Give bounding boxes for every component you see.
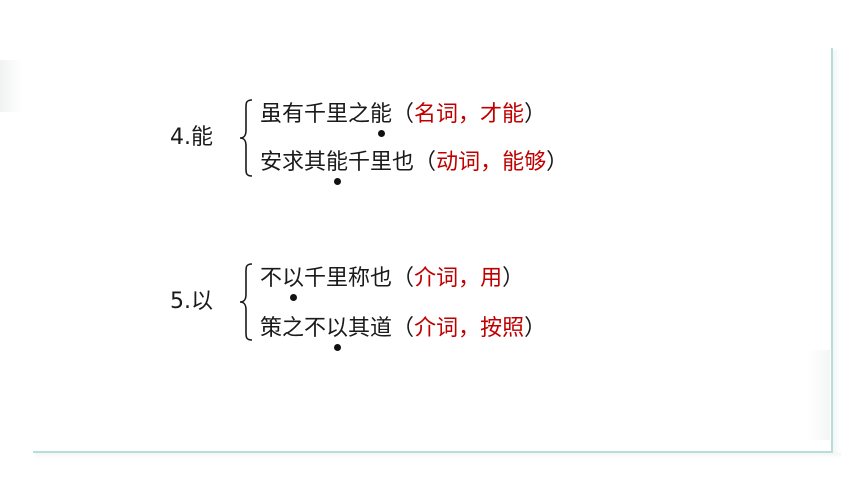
paren-open: （ <box>392 316 415 341</box>
sentence-text-after: 千里也 <box>348 150 415 175</box>
paren-close: ） <box>546 150 569 175</box>
answer-text: 动词，能够 <box>436 150 547 175</box>
sentence-text: 虽有千里之 <box>260 102 371 127</box>
usage-line: 安求其能千里也（动词，能够） <box>260 150 569 185</box>
sentence-text-after: 其道 <box>348 316 393 341</box>
usage-line: 不以千里称也（介词，用） <box>260 266 525 301</box>
target-character: 能 <box>370 102 393 137</box>
decorative-shade-left <box>0 60 22 112</box>
sentence-text: 不 <box>260 266 283 291</box>
emphasis-dot-icon <box>378 130 386 137</box>
target-character-text: 能 <box>326 150 349 175</box>
target-character-text: 能 <box>370 102 393 127</box>
target-character: 以 <box>326 316 349 351</box>
item-label: 5.以 <box>170 289 213 314</box>
usage-line: 策之不以其道（介词，按照） <box>260 316 547 351</box>
answer-text: 名词，才能 <box>414 102 525 127</box>
curly-brace-icon <box>239 99 253 177</box>
target-character: 以 <box>282 266 305 301</box>
sentence-text-after: 千里称也 <box>304 266 393 291</box>
frame-shadow-bottom <box>35 453 841 459</box>
sentence-text: 策之不 <box>260 316 327 341</box>
frame-border-bottom <box>33 451 833 453</box>
paren-open: （ <box>392 266 415 291</box>
item-label: 4.能 <box>170 125 213 150</box>
paren-open: （ <box>414 150 437 175</box>
target-character-text: 以 <box>282 266 305 291</box>
answer-text: 介词，按照 <box>414 316 525 341</box>
usage-line: 虽有千里之能（名词，才能） <box>260 102 547 137</box>
target-character: 能 <box>326 150 349 185</box>
paren-open: （ <box>392 102 415 127</box>
paren-close: ） <box>524 316 547 341</box>
frame-shadow-right <box>833 50 841 456</box>
answer-text: 介词，用 <box>414 266 503 291</box>
curly-brace-icon <box>239 263 253 341</box>
emphasis-dot-icon <box>290 294 298 301</box>
paren-close: ） <box>502 266 525 291</box>
frame-border-right <box>831 48 833 452</box>
emphasis-dot-icon <box>334 344 342 351</box>
sentence-text: 安求其 <box>260 150 327 175</box>
decorative-shade-right <box>808 350 830 440</box>
target-character-text: 以 <box>326 316 349 341</box>
paren-close: ） <box>524 102 547 127</box>
emphasis-dot-icon <box>334 178 342 185</box>
